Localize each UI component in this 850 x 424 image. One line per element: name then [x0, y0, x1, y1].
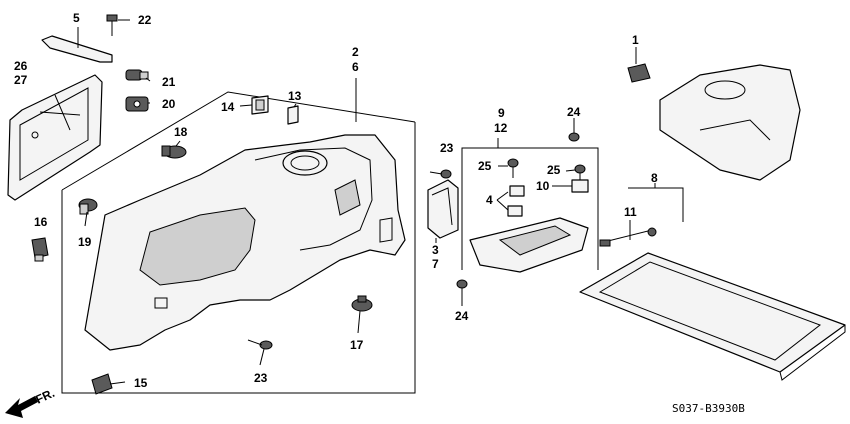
middle-group-outline: [461, 138, 599, 270]
strap-11: [599, 227, 657, 247]
leader-lines: [77, 19, 637, 385]
label-part-21: 21: [162, 75, 176, 89]
front-direction-arrow-icon: [5, 396, 38, 418]
label-part-26: 26: [14, 59, 28, 73]
label-part-2: 2: [352, 45, 359, 59]
label-part-3: 3: [432, 243, 439, 257]
bracket-5: [41, 35, 113, 63]
clip-13: [287, 105, 299, 125]
side-panel-26-27: [7, 74, 103, 201]
clip-10: [571, 179, 589, 193]
clip-4: [496, 185, 525, 217]
label-part-1: 1: [632, 33, 639, 47]
screw-24-upper: [568, 124, 580, 142]
clip-20: [125, 96, 149, 112]
label-part-20: 20: [162, 97, 176, 111]
label-part-16: 16: [34, 215, 48, 229]
label-part-23-upper: 23: [440, 141, 454, 155]
screw-22: [106, 14, 118, 36]
label-part-24-upper: 24: [567, 105, 581, 119]
label-part-7: 7: [432, 257, 439, 271]
label-part-19: 19: [78, 235, 92, 249]
direction-label: FR.: [33, 386, 56, 407]
screw-24-lower: [456, 279, 468, 300]
label-part-10: 10: [536, 179, 550, 193]
label-part-13: 13: [288, 89, 302, 103]
screw-23-lower: [247, 339, 273, 350]
part-labels: 5 22 26 27 21 20 18 19 16 14 13 2 6 15 2…: [14, 11, 658, 390]
label-part-17: 17: [350, 338, 364, 352]
label-part-27: 27: [14, 73, 28, 87]
label-part-22: 22: [138, 13, 152, 27]
label-part-5: 5: [73, 11, 80, 25]
rear-side-lining-panel: [84, 134, 406, 351]
screw-23-upper: [429, 169, 452, 179]
pocket-tray: [469, 217, 589, 273]
leader-8: [628, 187, 684, 222]
label-part-4: 4: [486, 193, 493, 207]
parcel-shelf-8: [579, 252, 846, 381]
rear-body-reference: [659, 64, 801, 181]
clip-16: [31, 237, 49, 262]
label-part-25-left: 25: [478, 159, 492, 173]
screw-25-a: [507, 158, 519, 178]
label-part-8: 8: [651, 171, 658, 185]
label-part-25-right: 25: [547, 163, 561, 177]
clip-14: [251, 95, 269, 115]
cover-3-7: [427, 179, 459, 239]
label-part-23-lower: 23: [254, 371, 268, 385]
clip-21: [125, 69, 149, 81]
cover-15: [91, 373, 113, 395]
label-part-24-lower: 24: [455, 309, 469, 323]
label-part-11: 11: [624, 205, 637, 219]
label-part-18: 18: [174, 125, 188, 139]
side-trim-group-outline: [61, 91, 416, 394]
label-part-12: 12: [494, 121, 508, 135]
clip-19: [78, 198, 98, 215]
clip-18: [161, 145, 187, 159]
clip-17: [351, 295, 373, 312]
label-part-6: 6: [352, 60, 359, 74]
diagram-code: S037-B3930B: [672, 402, 745, 415]
label-part-15: 15: [134, 376, 148, 390]
label-part-14: 14: [221, 100, 235, 114]
cap-1: [627, 63, 651, 83]
label-part-9: 9: [498, 106, 505, 120]
